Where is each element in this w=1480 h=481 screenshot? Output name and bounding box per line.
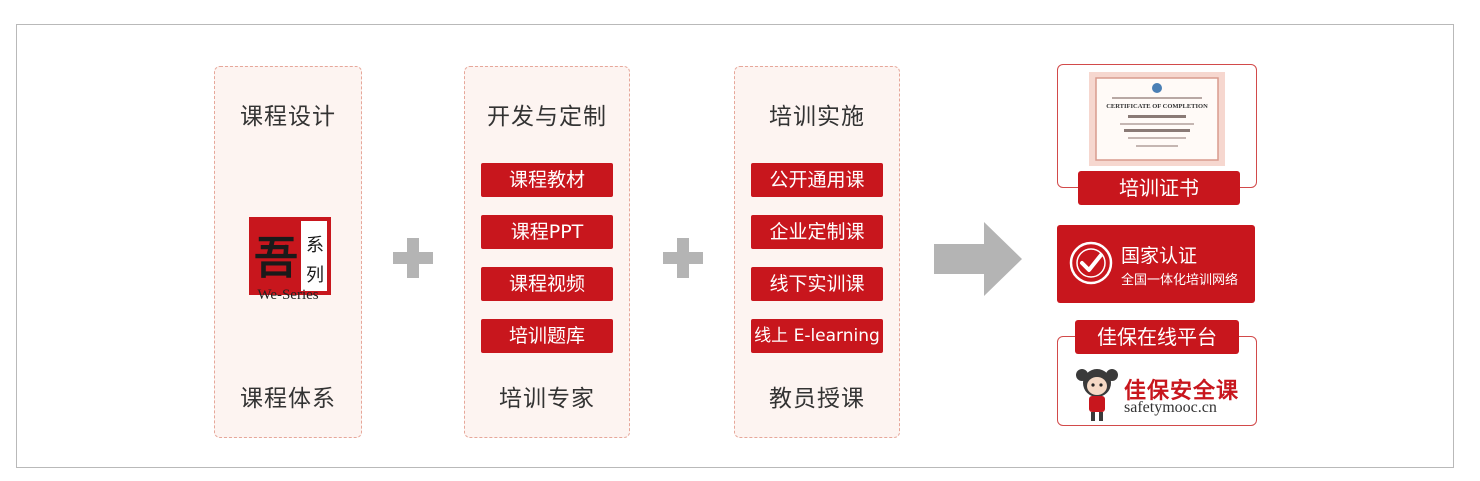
card-title: 培训实施 xyxy=(769,104,865,130)
tag-item: 线上 E-learning xyxy=(751,319,883,353)
development-card: 开发与定制 课程教材 课程PPT 课程视频 培训题库 培训专家 xyxy=(464,66,630,438)
card-footer: 培训专家 xyxy=(499,386,595,412)
arrow-right-icon xyxy=(934,222,1022,296)
svg-text:系: 系 xyxy=(306,235,324,256)
national-certification-badge: 国家认证 全国一体化培训网络 xyxy=(1057,225,1255,303)
tag-item: 公开通用课 xyxy=(751,163,883,197)
platform-brand-en: safetymooc.cn xyxy=(1124,399,1217,416)
svg-text:列: 列 xyxy=(306,265,324,286)
tag-list: 课程教材 课程PPT 课程视频 培训题库 xyxy=(465,163,629,371)
implementation-card: 培训实施 公开通用课 企业定制课 线下实训课 线上 E-learning 教员授… xyxy=(734,66,900,438)
we-series-logo: 吾 系 列 xyxy=(245,217,335,307)
check-badge-icon xyxy=(1069,241,1113,285)
logo-caption: We-Series xyxy=(257,287,319,303)
certificate-label: 培训证书 xyxy=(1078,171,1240,205)
tag-list: 公开通用课 企业定制课 线下实训课 线上 E-learning xyxy=(735,163,899,371)
course-design-card: 课程设计 吾 系 列 We-Series 课程体系 xyxy=(214,66,362,438)
certificate-card: CERTIFICATE OF COMPLETION 培训证书 xyxy=(1057,64,1257,205)
plus-icon xyxy=(393,238,433,278)
card-title: 开发与定制 xyxy=(487,104,607,130)
card-footer: 课程体系 xyxy=(240,386,336,412)
auth-title: 国家认证 xyxy=(1121,245,1198,267)
tag-item: 课程教材 xyxy=(481,163,613,197)
tag-item: 线下实训课 xyxy=(751,267,883,301)
mascot-icon xyxy=(1076,369,1118,421)
auth-subtitle: 全国一体化培训网络 xyxy=(1121,273,1239,288)
tag-item: 培训题库 xyxy=(481,319,613,353)
tag-item: 课程PPT xyxy=(481,215,613,249)
card-footer: 教员授课 xyxy=(769,386,865,412)
tag-item: 课程视频 xyxy=(481,267,613,301)
card-title: 课程设计 xyxy=(240,104,336,130)
plus-icon xyxy=(663,238,703,278)
platform-brand-cn: 佳保安全课 xyxy=(1124,378,1240,404)
svg-text:吾: 吾 xyxy=(254,233,298,284)
svg-text:CERTIFICATE OF COMPLETION: CERTIFICATE OF COMPLETION xyxy=(1106,103,1208,110)
platform-label: 佳保在线平台 xyxy=(1075,320,1239,354)
tag-item: 企业定制课 xyxy=(751,215,883,249)
certificate-icon: CERTIFICATE OF COMPLETION xyxy=(1089,72,1225,166)
